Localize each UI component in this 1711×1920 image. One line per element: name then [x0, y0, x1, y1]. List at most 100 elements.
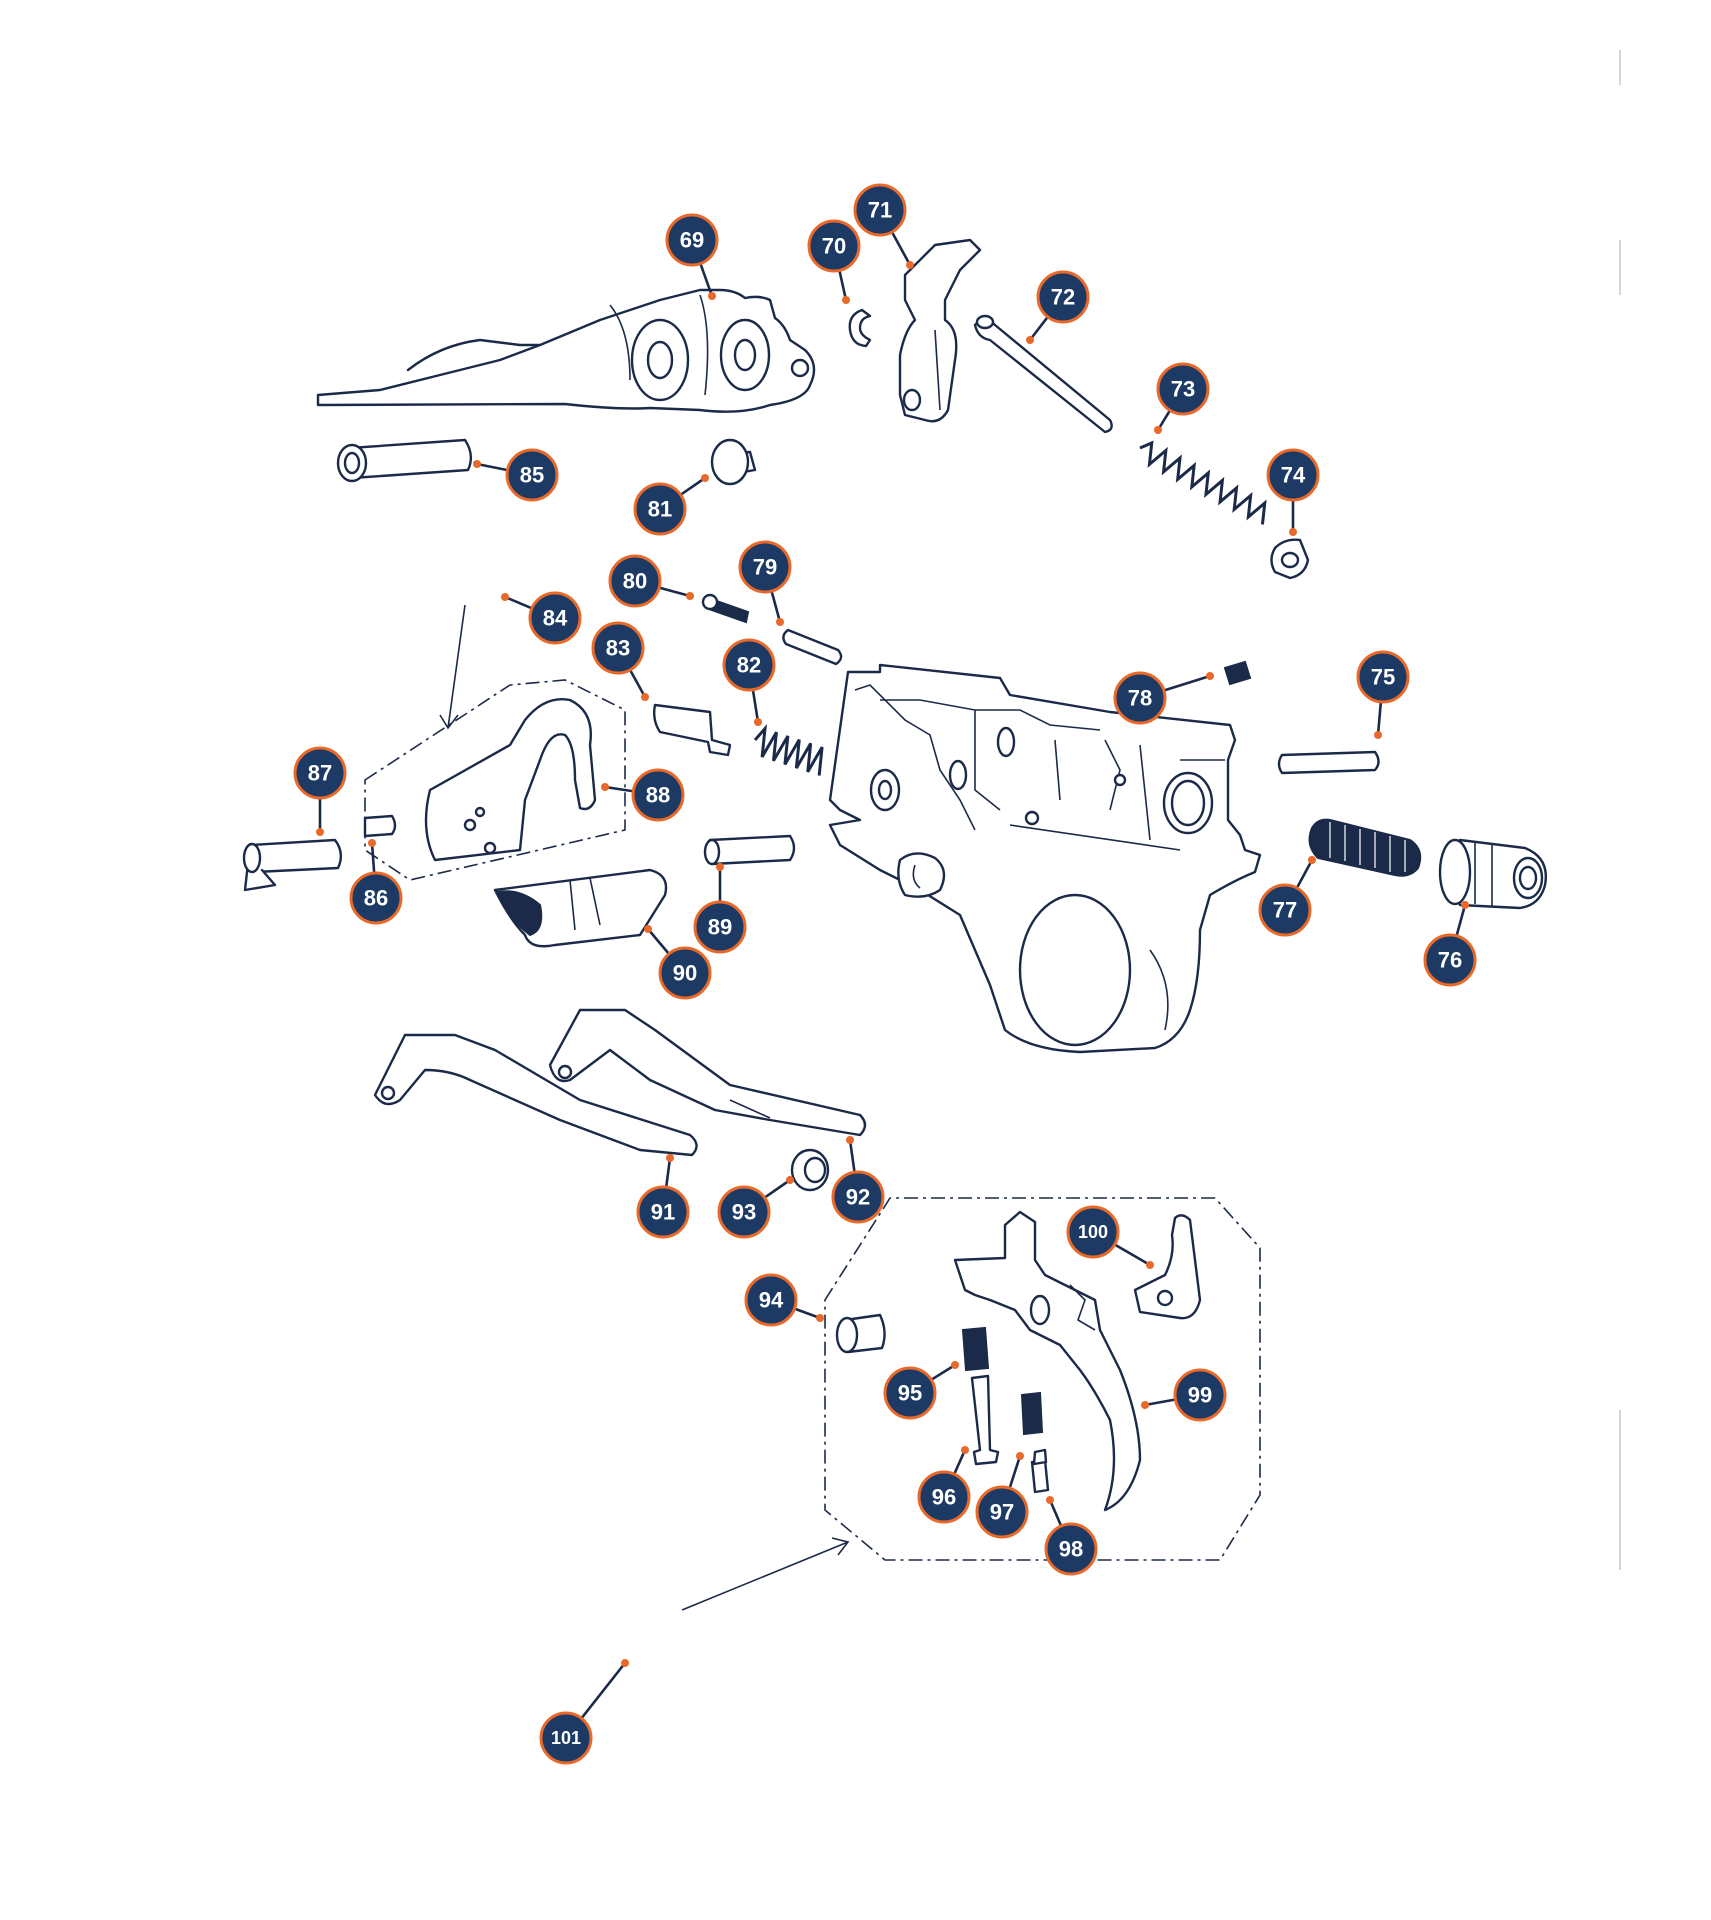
callout-78[interactable]: 78 — [1113, 671, 1214, 725]
callout-badge[interactable] — [831, 1170, 885, 1224]
callout-badge[interactable] — [1113, 671, 1167, 725]
callout-badge[interactable] — [975, 1485, 1029, 1539]
callout-badge[interactable] — [528, 591, 582, 645]
part-88-hook — [424, 698, 597, 862]
callout-badge[interactable] — [917, 1470, 971, 1524]
part-72-pin — [973, 314, 1113, 434]
callout-badge[interactable] — [1044, 1522, 1098, 1576]
callout-badge[interactable] — [665, 213, 719, 267]
callout-anchor-dot — [716, 863, 724, 871]
callout-94[interactable]: 94 — [744, 1273, 824, 1327]
part-98-screw — [1030, 1448, 1050, 1494]
callout-badge[interactable] — [853, 183, 907, 237]
part-76-bushing — [1438, 838, 1547, 910]
part-90-shroud — [493, 868, 668, 948]
callout-71[interactable]: 71 — [853, 183, 914, 269]
callout-83[interactable]: 83 — [591, 621, 649, 701]
callout-73[interactable]: 73 — [1154, 362, 1210, 434]
callout-badge[interactable] — [505, 448, 559, 502]
callout-badge[interactable] — [1266, 448, 1320, 502]
callout-101[interactable]: 101 — [539, 1659, 629, 1765]
part-79-pin — [782, 628, 843, 666]
callout-77[interactable]: 77 — [1258, 856, 1316, 937]
callout-85[interactable]: 85 — [473, 448, 559, 502]
part-82-spring — [753, 724, 824, 776]
callout-97[interactable]: 97 — [975, 1452, 1029, 1539]
callout-badge[interactable] — [722, 638, 776, 692]
callout-88[interactable]: 88 — [601, 768, 685, 822]
callout-89[interactable]: 89 — [693, 863, 747, 954]
callout-95[interactable]: 95 — [883, 1361, 959, 1420]
callout-anchor-dot — [1289, 528, 1297, 536]
callout-75[interactable]: 75 — [1356, 650, 1410, 739]
callout-badge[interactable] — [717, 1185, 771, 1239]
callout-96[interactable]: 96 — [917, 1446, 971, 1524]
callout-87[interactable]: 87 — [293, 746, 347, 836]
callout-leader-line — [628, 669, 647, 698]
callout-81[interactable]: 81 — [633, 474, 709, 536]
callout-badge[interactable] — [1036, 270, 1090, 324]
callout-anchor-dot — [601, 783, 609, 791]
callout-badge[interactable] — [293, 746, 347, 800]
callout-badge[interactable] — [631, 768, 685, 822]
callout-number: 74 — [1281, 463, 1306, 488]
callout-70[interactable]: 70 — [807, 219, 861, 304]
callout-92[interactable]: 92 — [831, 1136, 885, 1224]
callout-badge[interactable] — [539, 1711, 593, 1765]
callout-80[interactable]: 80 — [608, 554, 694, 608]
callout-badge[interactable] — [1156, 362, 1210, 416]
callout-69[interactable]: 69 — [665, 213, 719, 300]
callout-leader-line — [794, 1307, 821, 1320]
callout-leader-line — [1048, 1499, 1063, 1527]
callout-badge[interactable] — [658, 946, 712, 1000]
part-89-pin — [703, 834, 796, 866]
callout-90[interactable]: 90 — [644, 925, 712, 1000]
callout-badge[interactable] — [1173, 1368, 1227, 1422]
callout-badge[interactable] — [1066, 1205, 1120, 1259]
callout-anchor-dot — [906, 261, 914, 269]
callout-86[interactable]: 86 — [349, 839, 403, 925]
callout-badge[interactable] — [349, 871, 403, 925]
callout-anchor-dot — [621, 1659, 629, 1667]
callout-leader-line — [476, 462, 508, 472]
callout-84[interactable]: 84 — [501, 591, 582, 645]
callout-badge[interactable] — [633, 482, 687, 536]
callout-badge[interactable] — [636, 1185, 690, 1239]
callout-anchor-dot — [1046, 1496, 1054, 1504]
callout-93[interactable]: 93 — [717, 1176, 794, 1239]
callout-badge[interactable] — [1356, 650, 1410, 704]
callout-anchor-dot — [644, 925, 652, 933]
callout-91[interactable]: 91 — [636, 1154, 690, 1239]
callout-74[interactable]: 74 — [1266, 448, 1320, 536]
callout-82[interactable]: 82 — [722, 638, 776, 726]
callout-badge[interactable] — [744, 1273, 798, 1327]
callout-98[interactable]: 98 — [1044, 1496, 1098, 1576]
callout-badge[interactable] — [738, 540, 792, 594]
callout-72[interactable]: 72 — [1026, 270, 1090, 344]
part-74-nut — [1270, 538, 1310, 580]
callout-anchor-dot — [961, 1446, 969, 1454]
callout-number: 96 — [932, 1485, 956, 1510]
callout-badge[interactable] — [608, 554, 662, 608]
subassembly-outline-101 — [824, 1197, 1261, 1561]
callout-badge[interactable] — [807, 219, 861, 273]
callout-100[interactable]: 100 — [1066, 1205, 1154, 1269]
part-83-block — [652, 703, 732, 757]
callout-number: 76 — [1438, 948, 1462, 973]
callout-number: 89 — [708, 915, 732, 940]
callout-anchor-dot — [701, 474, 709, 482]
callout-anchor-dot — [754, 718, 762, 726]
callout-badge[interactable] — [693, 900, 747, 954]
part-80-screw — [701, 593, 750, 624]
callout-76[interactable]: 76 — [1423, 901, 1477, 987]
callout-leader-line — [604, 785, 634, 793]
callout-99[interactable]: 99 — [1141, 1368, 1227, 1422]
callout-number: 72 — [1051, 285, 1075, 310]
callout-79[interactable]: 79 — [738, 540, 792, 626]
callout-anchor-dot — [816, 1314, 824, 1322]
callout-badge[interactable] — [1423, 933, 1477, 987]
callout-badge[interactable] — [1258, 883, 1312, 937]
callout-badge[interactable] — [591, 621, 645, 675]
callout-badge[interactable] — [883, 1366, 937, 1420]
callout-number: 73 — [1171, 377, 1195, 402]
